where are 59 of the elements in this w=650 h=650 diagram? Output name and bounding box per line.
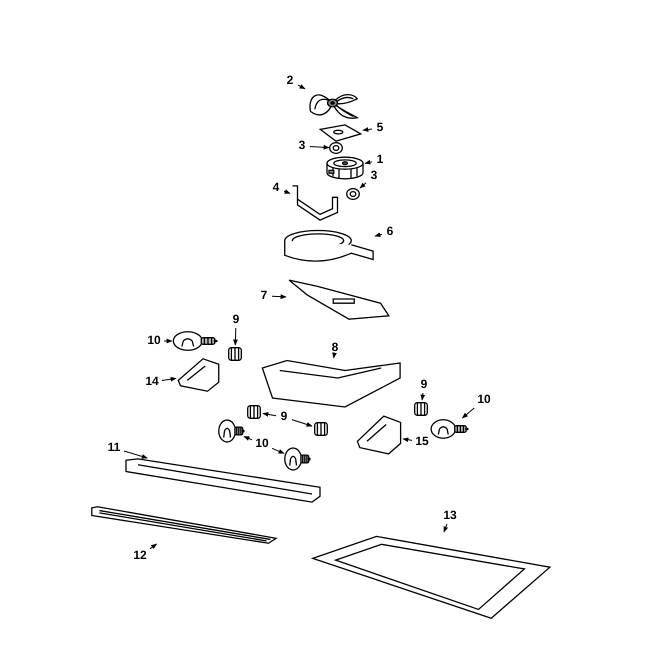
light-bulb-drawing xyxy=(430,418,468,440)
callout-number: 14 xyxy=(142,374,162,390)
callout-number: 8 xyxy=(327,340,343,356)
callout-number: 6 xyxy=(382,224,398,240)
leader-line xyxy=(124,450,148,459)
callout-number: 9 xyxy=(416,377,432,393)
leader-line xyxy=(462,408,475,418)
callout-number: 4 xyxy=(268,180,284,196)
callout-number: 3 xyxy=(294,138,310,154)
motor-bracket-drawing xyxy=(290,184,340,222)
motor-drawing xyxy=(325,156,365,180)
lamp-socket-drawing xyxy=(226,345,244,363)
callout-number: 2 xyxy=(282,73,298,89)
leader-line xyxy=(374,232,382,237)
leader-line xyxy=(332,352,337,359)
lamp-socket-drawing xyxy=(412,400,430,418)
leader-line xyxy=(150,544,158,550)
leader-line xyxy=(362,127,372,132)
socket-bracket-drawing xyxy=(355,414,403,456)
lamp-socket-drawing xyxy=(312,420,330,438)
callout-number: 15 xyxy=(412,434,432,450)
light-bulb-drawing xyxy=(218,418,244,444)
callout-number: 7 xyxy=(256,288,272,304)
grommet-drawing xyxy=(329,142,343,154)
leader-line xyxy=(360,182,366,188)
callout-number: 10 xyxy=(144,333,164,349)
light-bulb-drawing xyxy=(284,446,310,472)
lamp-socket-drawing xyxy=(245,403,263,421)
callout-number: 9 xyxy=(228,312,244,328)
socket-bracket-drawing xyxy=(176,357,221,393)
leader-line xyxy=(162,376,177,382)
callout-number: 13 xyxy=(440,508,460,524)
leader-line xyxy=(310,144,330,150)
callout-number: 3 xyxy=(366,168,382,184)
leader-line xyxy=(298,84,306,90)
callout-number: 10 xyxy=(252,436,272,452)
leader-line xyxy=(262,412,276,417)
callout-number: 11 xyxy=(104,440,124,456)
leader-line xyxy=(272,448,285,454)
grommet-drawing xyxy=(346,188,360,200)
leader-line xyxy=(233,328,238,346)
callout-number: 9 xyxy=(276,409,292,425)
light-bulb-drawing xyxy=(172,330,217,352)
leader-line xyxy=(164,338,173,344)
leader-line xyxy=(292,419,313,427)
cover-plate-drawing xyxy=(286,278,391,320)
grille-drawing xyxy=(88,506,278,544)
leader-line xyxy=(444,524,448,533)
leader-line xyxy=(420,392,426,401)
mounting-plate-drawing xyxy=(318,124,363,142)
callout-number: 10 xyxy=(474,392,494,408)
leader-line xyxy=(272,294,287,300)
callout-number: 1 xyxy=(372,152,388,168)
callout-number: 12 xyxy=(130,548,150,564)
leader-line xyxy=(402,437,412,442)
leader-line xyxy=(243,436,252,441)
leader-line xyxy=(284,189,291,194)
callout-number: 5 xyxy=(372,120,388,136)
leader-line xyxy=(364,160,372,165)
